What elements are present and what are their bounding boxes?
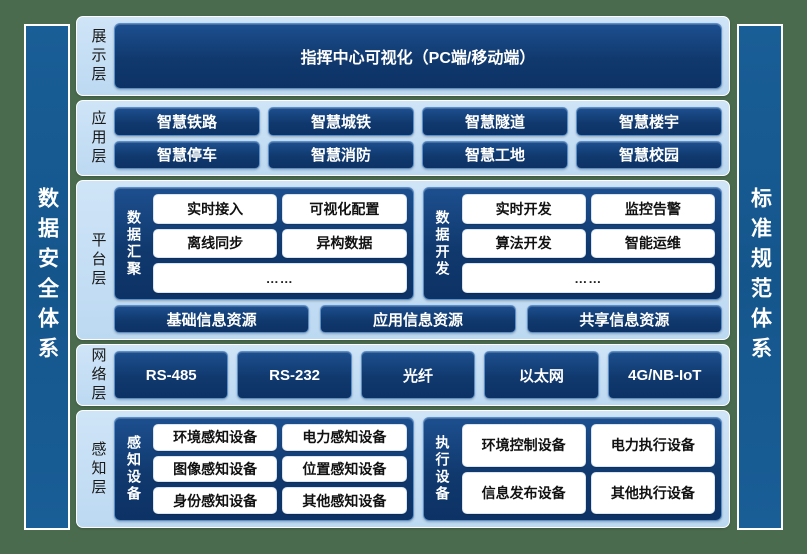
- layer-network-body: RS-485 RS-232 光纤 以太网 4G/NB-IoT: [114, 351, 722, 399]
- layer-stack: 展示层 指挥中心可视化（PC端/移动端） 应用层 智慧铁路 智慧城铁 智慧隧道 …: [76, 16, 730, 540]
- chip-power-executing-device[interactable]: 电力执行设备: [590, 424, 715, 467]
- layer-platform-body: 数据汇聚 实时接入 可视化配置 离线同步 异构数据 …… 数: [114, 187, 722, 333]
- app-box-smart-firefighting[interactable]: 智慧消防: [268, 140, 414, 169]
- chip-environment-control-device[interactable]: 环境控制设备: [461, 424, 586, 467]
- app-box-smart-metro[interactable]: 智慧城铁: [268, 107, 414, 136]
- chip-aggregation-more[interactable]: ……: [153, 263, 407, 293]
- chip-other-executing-device[interactable]: 其他执行设备: [590, 471, 715, 514]
- module-executing-devices: 执行设备 环境控制设备 电力执行设备 信息发布设备 其他执行设备: [422, 417, 722, 521]
- platform-resource-row: 基础信息资源 应用信息资源 共享信息资源: [114, 305, 722, 333]
- chip-offline-sync[interactable]: 离线同步: [153, 228, 278, 259]
- chip-realtime-development[interactable]: 实时开发: [461, 194, 586, 224]
- layer-network-label: 网络层: [89, 346, 107, 404]
- module-data-development-grid: 实时开发 监控告警 算法开发 智能运维 ……: [461, 194, 715, 293]
- net-box-rs485[interactable]: RS-485: [114, 351, 229, 399]
- chip-information-release-device[interactable]: 信息发布设备: [461, 471, 586, 514]
- layer-platform-label: 平台层: [89, 231, 107, 289]
- chip-other-sensor[interactable]: 其他感知设备: [282, 487, 407, 514]
- application-row-2: 智慧停车 智慧消防 智慧工地 智慧校园: [114, 140, 722, 169]
- chip-visual-config[interactable]: 可视化配置: [282, 194, 407, 224]
- layer-sensing: 感知层 感知设备 环境感知设备 电力感知设备 图像感知设备 位置感知设备: [76, 410, 730, 528]
- chip-power-sensor[interactable]: 电力感知设备: [282, 424, 407, 451]
- chip-algorithm-development[interactable]: 算法开发: [461, 228, 586, 259]
- resource-box-application-information[interactable]: 应用信息资源: [320, 305, 516, 333]
- module-executing-devices-title: 执行设备: [434, 435, 451, 503]
- chip-identity-sensor[interactable]: 身份感知设备: [153, 487, 278, 514]
- app-box-smart-campus[interactable]: 智慧校园: [576, 140, 722, 169]
- module-data-development: 数据开发 实时开发 监控告警 算法开发 智能运维 ……: [422, 187, 722, 300]
- chip-environment-sensor[interactable]: 环境感知设备: [153, 424, 278, 451]
- pillar-data-security: 数据安全体系: [24, 24, 70, 530]
- chip-realtime-ingest[interactable]: 实时接入: [153, 194, 278, 224]
- chip-image-sensor[interactable]: 图像感知设备: [153, 455, 278, 483]
- net-box-ethernet[interactable]: 以太网: [484, 351, 599, 399]
- module-sensing-devices-title: 感知设备: [126, 435, 142, 503]
- layer-application-label: 应用层: [89, 109, 107, 167]
- layer-presentation-label: 展示层: [89, 27, 107, 85]
- network-row: RS-485 RS-232 光纤 以太网 4G/NB-IoT: [114, 351, 722, 399]
- chip-heterogeneous-data[interactable]: 异构数据: [282, 228, 407, 259]
- module-data-development-title: 数据开发: [434, 209, 451, 278]
- net-box-rs232[interactable]: RS-232: [237, 351, 352, 399]
- application-row-1: 智慧铁路 智慧城铁 智慧隧道 智慧楼宇: [114, 107, 722, 136]
- module-data-aggregation-title: 数据汇聚: [126, 209, 142, 278]
- layer-platform: 平台层 数据汇聚 实时接入 可视化配置 离线同步 异构数据: [76, 180, 730, 340]
- app-box-smart-construction[interactable]: 智慧工地: [422, 140, 568, 169]
- module-sensing-devices-grid: 环境感知设备 电力感知设备 图像感知设备 位置感知设备 身份感知设备 其他感知设…: [153, 424, 407, 514]
- resource-box-shared-information[interactable]: 共享信息资源: [526, 305, 722, 333]
- app-box-smart-railway[interactable]: 智慧铁路: [114, 107, 260, 136]
- chip-monitoring-alarm[interactable]: 监控告警: [590, 194, 715, 224]
- pillar-right-label: 标准规范体系: [748, 187, 772, 367]
- command-center-visualization-box[interactable]: 指挥中心可视化（PC端/移动端）: [114, 23, 722, 89]
- layer-presentation-body: 指挥中心可视化（PC端/移动端）: [114, 23, 722, 89]
- module-data-aggregation: 数据汇聚 实时接入 可视化配置 离线同步 异构数据 ……: [114, 187, 414, 300]
- app-box-smart-tunnel[interactable]: 智慧隧道: [422, 107, 568, 136]
- net-box-4g-nbiot[interactable]: 4G/NB-IoT: [607, 351, 722, 399]
- platform-modules: 数据汇聚 实时接入 可视化配置 离线同步 异构数据 …… 数: [114, 187, 722, 300]
- chip-development-more[interactable]: ……: [461, 263, 715, 293]
- layer-sensing-body: 感知设备 环境感知设备 电力感知设备 图像感知设备 位置感知设备 身份感知设备 …: [114, 417, 722, 521]
- app-box-smart-parking[interactable]: 智慧停车: [114, 140, 260, 169]
- layer-network: 网络层 RS-485 RS-232 光纤 以太网 4G/NB-IoT: [76, 344, 730, 406]
- module-executing-devices-grid: 环境控制设备 电力执行设备 信息发布设备 其他执行设备: [461, 424, 715, 514]
- chip-position-sensor[interactable]: 位置感知设备: [282, 455, 407, 483]
- app-box-smart-building[interactable]: 智慧楼宇: [576, 107, 722, 136]
- pillar-standards: 标准规范体系: [737, 24, 783, 530]
- sensing-modules: 感知设备 环境感知设备 电力感知设备 图像感知设备 位置感知设备 身份感知设备 …: [114, 417, 722, 521]
- net-box-fiber[interactable]: 光纤: [360, 351, 476, 399]
- resource-box-basic-information[interactable]: 基础信息资源: [114, 305, 310, 333]
- layer-presentation: 展示层 指挥中心可视化（PC端/移动端）: [76, 16, 730, 96]
- layer-application-body: 智慧铁路 智慧城铁 智慧隧道 智慧楼宇 智慧停车 智慧消防 智慧工地 智慧校园: [114, 107, 722, 169]
- layer-application: 应用层 智慧铁路 智慧城铁 智慧隧道 智慧楼宇 智慧停车 智慧消防 智慧工地 智…: [76, 100, 730, 176]
- module-data-aggregation-grid: 实时接入 可视化配置 离线同步 异构数据 ……: [153, 194, 407, 293]
- layer-sensing-label: 感知层: [89, 440, 107, 498]
- module-sensing-devices: 感知设备 环境感知设备 电力感知设备 图像感知设备 位置感知设备 身份感知设备 …: [114, 417, 414, 521]
- chip-intelligent-ops[interactable]: 智能运维: [590, 228, 715, 259]
- pillar-left-label: 数据安全体系: [35, 187, 59, 367]
